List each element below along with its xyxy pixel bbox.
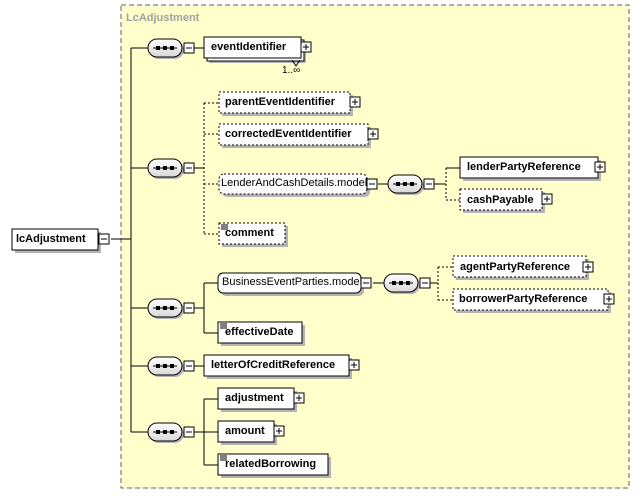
corrected-event-identifier-box xyxy=(218,123,371,148)
type-title: LcAdjustment xyxy=(126,12,200,24)
parent-event-identifier-label: parentEventIdentifier xyxy=(225,96,336,108)
comment-box xyxy=(218,222,288,247)
sequence-icon xyxy=(147,356,184,377)
box-frame xyxy=(218,123,369,146)
sequence-icon xyxy=(147,158,184,179)
agent-party-reference-box xyxy=(452,255,589,280)
event-identifier-occurrence: 1..∞ xyxy=(282,65,301,76)
sequence-dot xyxy=(410,182,414,186)
related-borrowing-box xyxy=(217,453,331,478)
root-element-box xyxy=(11,228,101,253)
letter-of-credit-reference-label: letterOfCreditReference xyxy=(211,359,336,371)
sequence-dot xyxy=(170,430,174,434)
type-container xyxy=(120,4,630,489)
amount-label: amount xyxy=(225,425,265,437)
borrower-party-reference-label: borrowerPartyReference xyxy=(459,293,588,305)
sequence-dot xyxy=(163,364,167,368)
sequence-dot xyxy=(170,364,174,368)
box-frame xyxy=(217,321,303,344)
sequence-dot xyxy=(392,281,396,285)
sequence-icon xyxy=(387,174,424,195)
sequence-dot xyxy=(163,166,167,170)
sequence-dot xyxy=(156,46,160,50)
borrower-party-reference-box xyxy=(452,288,611,313)
sequence-dot xyxy=(163,430,167,434)
cash-payable-box xyxy=(459,188,545,213)
sequence-icon xyxy=(147,38,184,59)
adjustment-label: adjustment xyxy=(225,392,284,404)
lender-party-reference-label: lenderPartyReference xyxy=(467,161,581,173)
sequence-dot xyxy=(403,182,407,186)
sequence-icon xyxy=(147,422,184,443)
sequence-dot xyxy=(156,306,160,310)
sequence-dot xyxy=(156,430,160,434)
amount-box xyxy=(217,420,277,445)
sequence-icon xyxy=(147,298,184,319)
sequence-dot xyxy=(396,182,400,186)
box-frame xyxy=(452,255,587,278)
business-event-parties-label: BusinessEventParties.model xyxy=(222,276,363,288)
occurrence-marker xyxy=(291,59,301,67)
sequence-dot xyxy=(156,166,160,170)
box-frame xyxy=(218,222,286,245)
lender-and-cash-details-group xyxy=(218,173,370,197)
cash-payable-label: cashPayable xyxy=(467,194,534,206)
root-element-label: lcAdjustment xyxy=(16,233,86,245)
effective-date-label: effectiveDate xyxy=(225,326,294,338)
comment-label: comment xyxy=(225,227,274,239)
sequence-dot xyxy=(399,281,403,285)
corrected-event-identifier-label: correctedEventIdentifier xyxy=(225,128,352,140)
sequence-dot xyxy=(170,46,174,50)
sequence-dot xyxy=(170,166,174,170)
related-borrowing-label: relatedBorrowing xyxy=(225,458,317,470)
sequence-dot xyxy=(170,306,174,310)
event-identifier-box xyxy=(203,36,306,63)
lender-party-reference-box xyxy=(459,156,601,181)
effective-date-box xyxy=(217,321,305,346)
sequence-dot xyxy=(163,306,167,310)
parent-event-identifier-box xyxy=(218,91,353,116)
sequence-dot xyxy=(406,281,410,285)
event-identifier-label: eventIdentifier xyxy=(211,41,287,53)
box-frame xyxy=(217,453,329,476)
sequence-dot xyxy=(163,46,167,50)
sequence-dot xyxy=(156,364,160,368)
box-frame xyxy=(11,228,99,251)
sequence-icon xyxy=(383,273,420,294)
business-event-parties-group xyxy=(217,272,364,296)
agent-party-reference-label: agentPartyReference xyxy=(460,261,571,273)
lender-and-cash-details-label: LenderAndCashDetails.model xyxy=(221,177,368,189)
group-frame xyxy=(218,173,368,195)
